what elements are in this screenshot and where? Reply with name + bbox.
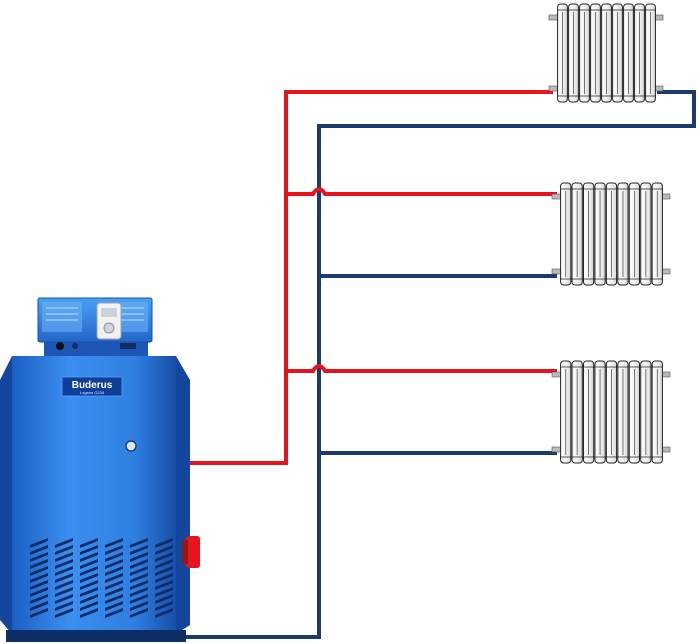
indicator-light [125, 440, 137, 452]
model-text: Logano G234 [80, 390, 105, 395]
supply-branch-middle [286, 187, 557, 196]
control-panel-icon [37, 297, 153, 356]
radiator-bottom [551, 360, 671, 464]
vent-slots [30, 538, 173, 618]
brand-plate [61, 376, 123, 397]
brand-logo-text: Buderus [72, 380, 113, 391]
radiator-middle [551, 182, 671, 286]
return-pipe-network [175, 90, 696, 639]
radiator-top [548, 3, 664, 103]
supply-main-pipe [190, 90, 553, 465]
burner-icon [182, 536, 200, 568]
boiler-icon: Buderus Logano G234 [0, 297, 200, 642]
supply-pipe-network [190, 90, 557, 465]
supply-branch-bottom [286, 364, 557, 373]
return-main-pipe [175, 90, 696, 639]
boiler-body [12, 356, 176, 634]
